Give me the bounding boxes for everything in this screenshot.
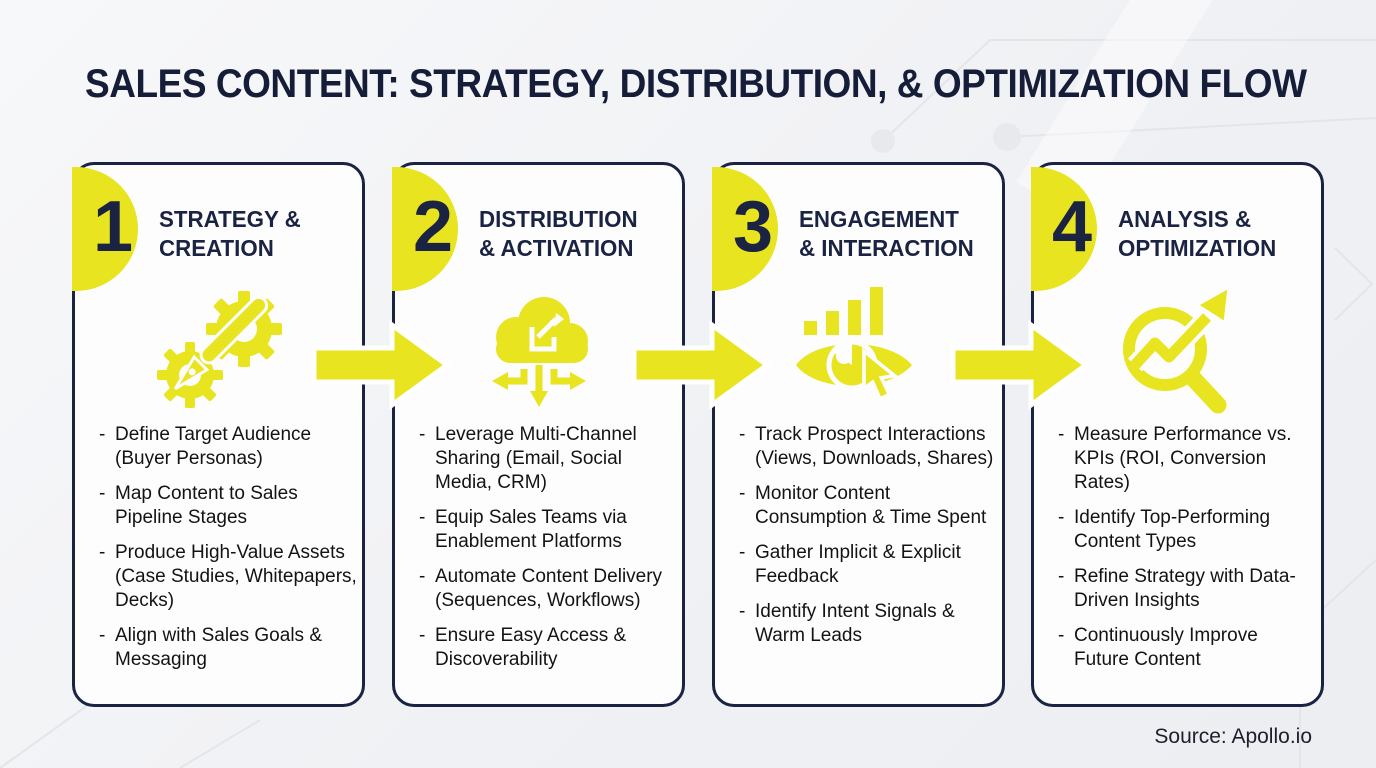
bullet-item: Measure Performance vs. KPIs (ROI, Conve… [1058,423,1316,495]
bullet-item: Align with Sales Goals & Messaging [99,624,357,672]
step-title: ANALYSIS & OPTIMIZATION [1118,206,1277,261]
right-block-arrow-icon [950,320,1090,410]
step-title: STRATEGY & CREATION [159,206,301,261]
cloud-share-arrows-icon [474,285,604,415]
eye-analytics-cursor-icon [794,285,924,415]
right-block-arrow-icon [631,320,771,410]
right-block-arrow-icon [311,320,451,410]
bullet-item: Track Prospect Interactions (Views, Down… [739,423,997,471]
bullet-list: Define Target Audience (Buyer Personas) … [99,423,357,683]
step-card-distribution-activation: 2 DISTRIBUTION & ACTIVATION [392,162,685,707]
magnifier-trend-icon [1113,284,1243,415]
bullet-item: Map Content to Sales Pipeline Stages [99,482,357,530]
step-card-strategy-creation: 1 STRATEGY & CREATION [72,162,365,707]
bullet-list: Leverage Multi-Channel Sharing (Email, S… [419,423,677,683]
gears-and-pen-icon [154,285,284,415]
bullet-item: Monitor Content Consumption & Time Spent [739,482,997,530]
bullet-item: Gather Implicit & Explicit Feedback [739,541,997,589]
step-number: 4 [1052,187,1093,267]
step-number: 3 [733,187,774,267]
step-card-analysis-optimization: 4 ANALYSIS & OPTIMIZATION Measure Perfor… [1031,162,1324,707]
bullet-list: Track Prospect Interactions (Views, Down… [739,423,997,659]
bullet-item: Automate Content Delivery (Sequences, Wo… [419,565,677,613]
page-title: SALES CONTENT: STRATEGY, DISTRIBUTION, &… [85,62,1307,106]
step-card-engagement-interaction: 3 ENGAGEMENT & INTERACTION [712,162,1005,707]
bullet-item: Define Target Audience (Buyer Personas) [99,423,357,471]
bullet-item: Equip Sales Teams via Enablement Platfor… [419,506,677,554]
source-attribution: Source: Apollo.io [1154,725,1312,748]
bullet-item: Identify Top-Performing Content Types [1058,506,1316,554]
bullet-item: Refine Strategy with Data-Driven Insight… [1058,565,1316,613]
bullet-item: Produce High-Value Assets (Case Studies,… [99,541,357,613]
bullet-list: Measure Performance vs. KPIs (ROI, Conve… [1058,423,1316,683]
step-number: 2 [413,187,454,267]
bullet-item: Ensure Easy Access & Discoverability [419,624,677,672]
step-number: 1 [93,187,134,267]
bullet-item: Continuously Improve Future Content [1058,624,1316,672]
step-title: DISTRIBUTION & ACTIVATION [479,206,638,261]
step-title: ENGAGEMENT & INTERACTION [799,206,974,261]
bullet-item: Leverage Multi-Channel Sharing (Email, S… [419,423,677,495]
bullet-item: Identify Intent Signals & Warm Leads [739,600,997,648]
